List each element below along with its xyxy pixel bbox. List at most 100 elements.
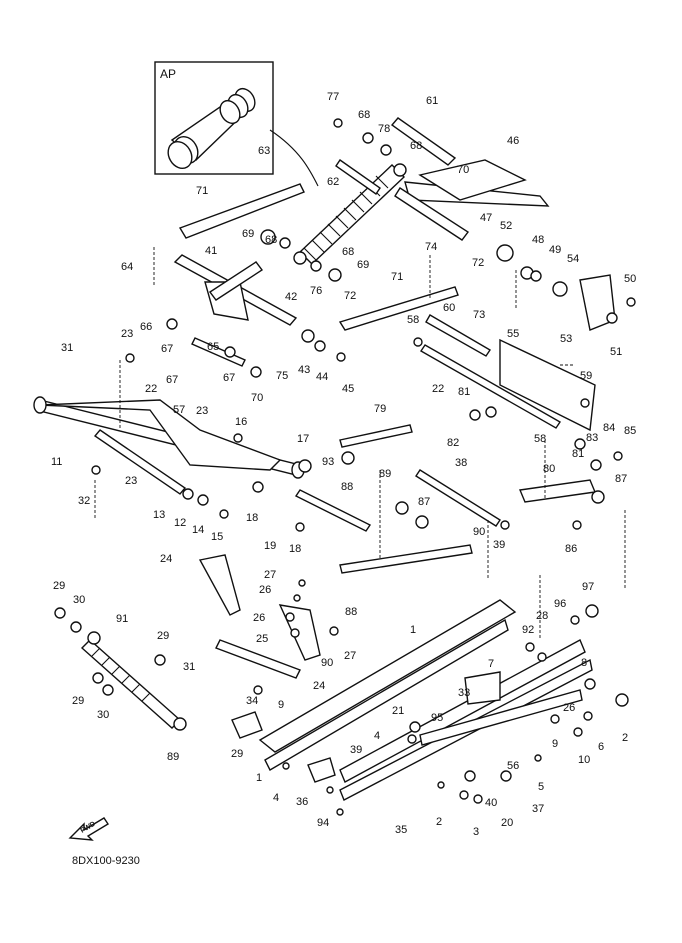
part-callout-26: 26 xyxy=(253,612,265,624)
part-callout-79: 79 xyxy=(374,403,386,415)
part-callout-29: 29 xyxy=(53,580,65,592)
part-callout-59: 59 xyxy=(580,370,592,382)
part-callout-89: 89 xyxy=(379,468,391,480)
part-callout-81: 81 xyxy=(572,448,584,460)
part-callout-17: 17 xyxy=(297,433,309,445)
forward-arrow-icon: FWD xyxy=(68,817,109,841)
diagram-code: 8DX100-9230 xyxy=(72,855,140,867)
part-callout-91: 91 xyxy=(116,613,128,625)
part-callout-67: 67 xyxy=(223,372,235,384)
part-callout-67: 67 xyxy=(161,343,173,355)
part-callout-1: 1 xyxy=(256,772,262,784)
part-callout-9: 9 xyxy=(278,699,284,711)
part-callout-29: 29 xyxy=(72,695,84,707)
part-callout-48: 48 xyxy=(532,234,544,246)
part-callout-24: 24 xyxy=(313,680,325,692)
part-callout-23: 23 xyxy=(125,475,137,487)
part-callout-27: 27 xyxy=(344,650,356,662)
part-callout-82: 82 xyxy=(447,437,459,449)
rear-arm-upper xyxy=(335,117,550,241)
part-callout-66: 66 xyxy=(140,321,152,333)
part-callout-96: 96 xyxy=(554,598,566,610)
bellows-boot-icon xyxy=(167,87,256,170)
part-callout-61: 61 xyxy=(426,95,438,107)
part-callout-89: 89 xyxy=(167,751,179,763)
part-callout-3: 3 xyxy=(473,826,479,838)
part-callout-70: 70 xyxy=(251,392,263,404)
part-callout-2: 2 xyxy=(436,816,442,828)
part-callout-19: 19 xyxy=(264,540,276,552)
part-callout-29: 29 xyxy=(157,630,169,642)
part-callout-64: 64 xyxy=(121,261,133,273)
part-callout-22: 22 xyxy=(145,383,157,395)
part-callout-73: 73 xyxy=(473,309,485,321)
part-callout-18: 18 xyxy=(246,512,258,524)
part-callout-83: 83 xyxy=(586,432,598,444)
part-callout-58: 58 xyxy=(534,433,546,445)
part-callout-42: 42 xyxy=(285,291,297,303)
part-callout-31: 31 xyxy=(61,342,73,354)
part-callout-10: 10 xyxy=(578,754,590,766)
part-callout-18: 18 xyxy=(289,543,301,555)
part-callout-69: 69 xyxy=(357,259,369,271)
part-callout-72: 72 xyxy=(344,290,356,302)
part-callout-90: 90 xyxy=(473,526,485,538)
part-callout-45: 45 xyxy=(342,383,354,395)
part-callout-77: 77 xyxy=(327,91,339,103)
part-callout-69: 69 xyxy=(242,228,254,240)
part-callout-93: 93 xyxy=(322,456,334,468)
part-callout-88: 88 xyxy=(345,606,357,618)
part-callout-38: 38 xyxy=(455,457,467,469)
front-shock xyxy=(80,631,187,731)
part-callout-4: 4 xyxy=(374,730,380,742)
part-callout-62: 62 xyxy=(327,176,339,188)
part-callout-24: 24 xyxy=(160,553,172,565)
leader-lines xyxy=(94,245,626,640)
center-shafts xyxy=(294,314,561,574)
part-callout-53: 53 xyxy=(560,333,572,345)
part-callout-71: 71 xyxy=(196,185,208,197)
part-callout-22: 22 xyxy=(432,383,444,395)
part-callout-70: 70 xyxy=(457,164,469,176)
part-callout-68: 68 xyxy=(342,246,354,258)
part-callout-58: 58 xyxy=(407,314,419,326)
part-callout-29: 29 xyxy=(231,748,243,760)
part-callout-21: 21 xyxy=(392,705,404,717)
part-callout-51: 51 xyxy=(610,346,622,358)
part-callout-81: 81 xyxy=(458,386,470,398)
part-callout-40: 40 xyxy=(485,797,497,809)
front-arm-assembly xyxy=(173,254,298,367)
inset-label: AP xyxy=(160,67,176,81)
part-callout-31: 31 xyxy=(183,661,195,673)
part-callout-74: 74 xyxy=(425,241,437,253)
front-slide-frame xyxy=(33,396,305,495)
part-callout-39: 39 xyxy=(493,539,505,551)
part-callout-80: 80 xyxy=(543,463,555,475)
part-callout-43: 43 xyxy=(298,364,310,376)
part-callout-94: 94 xyxy=(317,817,329,829)
part-callout-7: 7 xyxy=(488,658,494,670)
part-callout-12: 12 xyxy=(174,517,186,529)
part-callout-78: 78 xyxy=(378,123,390,135)
part-callout-2: 2 xyxy=(622,732,628,744)
part-callout-26: 26 xyxy=(259,584,271,596)
part-callout-37: 37 xyxy=(532,803,544,815)
part-callout-47: 47 xyxy=(480,212,492,224)
part-callout-23: 23 xyxy=(196,405,208,417)
inset-part-number: 63 xyxy=(258,145,270,157)
part-callout-9: 9 xyxy=(552,738,558,750)
part-callout-33: 33 xyxy=(458,687,470,699)
part-callout-1: 1 xyxy=(410,624,416,636)
part-callout-26: 26 xyxy=(563,702,575,714)
part-callout-95: 95 xyxy=(431,712,443,724)
part-callout-8: 8 xyxy=(581,657,587,669)
part-callout-56: 56 xyxy=(507,760,519,772)
part-callout-76: 76 xyxy=(310,285,322,297)
part-callout-72: 72 xyxy=(472,257,484,269)
part-callout-6: 6 xyxy=(598,741,604,753)
part-callout-54: 54 xyxy=(567,253,579,265)
part-callout-30: 30 xyxy=(73,594,85,606)
